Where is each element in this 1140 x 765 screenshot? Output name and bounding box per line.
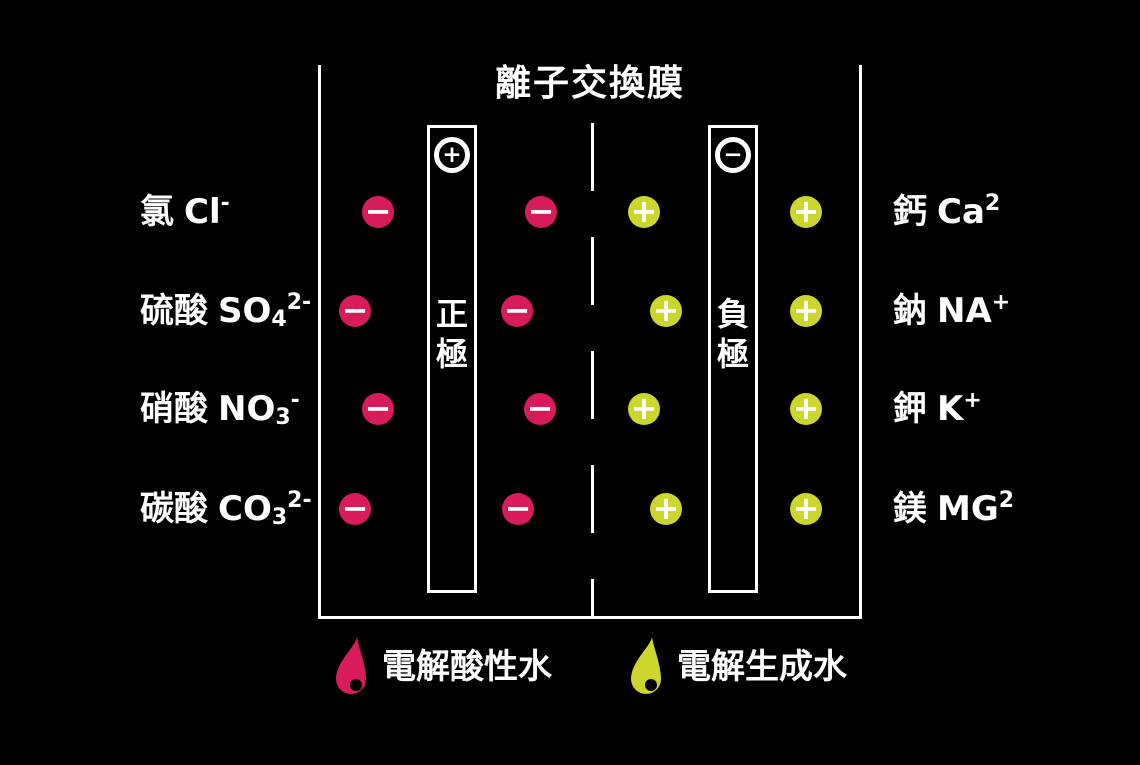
minus-icon: −	[341, 488, 369, 527]
plus-symbol: +	[442, 141, 462, 168]
plus-icon: +	[792, 191, 820, 230]
page-title: 離子交換膜	[494, 63, 685, 104]
minus-icon: −	[364, 388, 392, 427]
minus-icon: −	[504, 488, 532, 527]
cation-circle: +	[650, 290, 682, 329]
plus-icon: +	[652, 488, 680, 527]
acidic-water-droplet-icon	[336, 637, 366, 694]
cation-circle: +	[628, 191, 660, 230]
cation-circle: +	[790, 191, 822, 230]
negative-electrode: − 負 極	[708, 125, 758, 593]
anion-circle: −	[501, 290, 533, 329]
circled-plus-icon: +	[434, 137, 470, 173]
negative-electrode-label: 負 極	[716, 295, 749, 373]
plus-icon: +	[792, 488, 820, 527]
minus-icon: −	[364, 191, 392, 230]
minus-icon: −	[527, 191, 555, 230]
cation-circle: +	[790, 488, 822, 527]
minus-icon: −	[503, 290, 531, 329]
generated-water-label: 電解生成水	[677, 647, 847, 687]
cation-circle: +	[790, 388, 822, 427]
cation-circle: +	[650, 488, 682, 527]
anion-circle: −	[502, 488, 534, 527]
generated-water-droplet-icon	[631, 637, 661, 694]
minus-icon: −	[526, 388, 554, 427]
cation-circle: +	[628, 388, 660, 427]
anion-circle: −	[339, 290, 371, 329]
circled-minus-icon: −	[715, 137, 751, 173]
minus-symbol: −	[723, 141, 743, 168]
plus-icon: +	[792, 388, 820, 427]
membrane-dashed-line	[591, 123, 594, 619]
positive-electrode-label: 正 極	[435, 295, 468, 373]
minus-icon: −	[341, 290, 369, 329]
acidic-water-label: 電解酸性水	[382, 647, 552, 687]
plus-icon: +	[630, 191, 658, 230]
positive-electrode: + 正 極	[427, 125, 477, 593]
anion-circle: −	[339, 488, 371, 527]
anion-circle: −	[362, 388, 394, 427]
plus-icon: +	[652, 290, 680, 329]
anion-circle: −	[525, 191, 557, 230]
anion-circle: −	[524, 388, 556, 427]
cation-circle: +	[790, 290, 822, 329]
anion-circle: −	[362, 191, 394, 230]
plus-icon: +	[630, 388, 658, 427]
plus-icon: +	[792, 290, 820, 329]
tank-outline	[318, 65, 862, 619]
